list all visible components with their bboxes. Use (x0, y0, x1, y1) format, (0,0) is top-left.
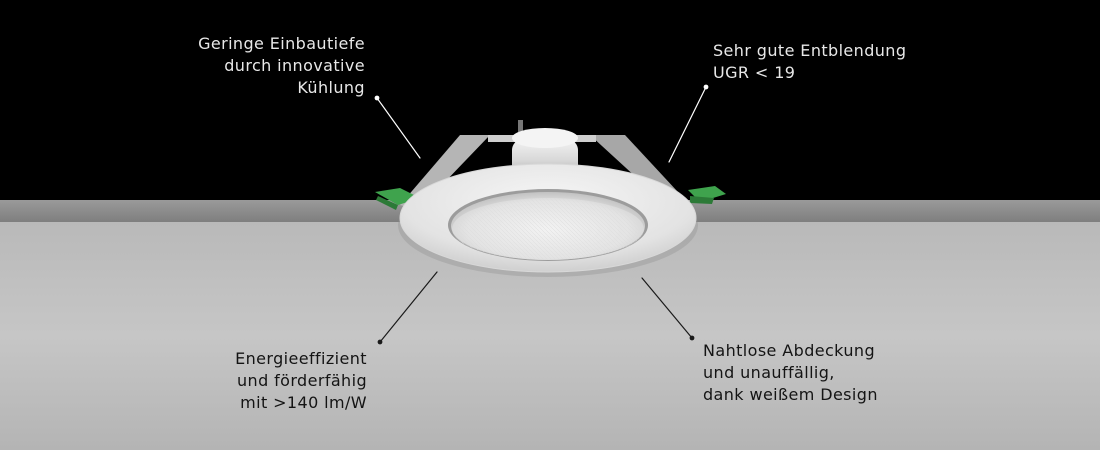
callout-dot-bottom-left (377, 339, 383, 345)
callout-line-bottom-left (379, 271, 438, 343)
callout-dot-top-left (374, 95, 380, 101)
callout-label-glare-control: Sehr gute Entblendung UGR < 19 (713, 40, 906, 84)
callout-text: Nahtlose Abdeckung (703, 341, 875, 360)
callout-text: und unauffällig, (703, 363, 835, 382)
lens (452, 198, 644, 260)
callout-text: Sehr gute Entblendung (713, 41, 907, 60)
callout-text: Kühlung (297, 78, 365, 97)
callout-line-top-left (376, 97, 421, 159)
callout-line-top-right (668, 86, 707, 163)
callout-line-bottom-right (641, 277, 693, 339)
callout-lines (374, 84, 709, 345)
callout-label-installation-depth: Geringe Einbautiefe durch innovative Küh… (198, 33, 365, 99)
callout-label-seamless-cover: Nahtlose Abdeckung und unauffällig, dank… (703, 340, 878, 406)
spring-clip-right (688, 186, 726, 204)
callout-text: Energieeffizient (235, 349, 367, 368)
callout-text: UGR < 19 (713, 63, 796, 82)
callout-text: durch innovative (224, 56, 365, 75)
callout-text: mit >140 lm/W (240, 393, 367, 412)
callout-text: dank weißem Design (703, 385, 878, 404)
callout-text: und förderfähig (237, 371, 367, 390)
callout-dot-top-right (703, 84, 709, 90)
callout-dot-bottom-right (689, 335, 695, 341)
callout-text: Geringe Einbautiefe (198, 34, 365, 53)
callout-label-efficiency: Energieeffizient und förderfähig mit >14… (235, 348, 367, 414)
